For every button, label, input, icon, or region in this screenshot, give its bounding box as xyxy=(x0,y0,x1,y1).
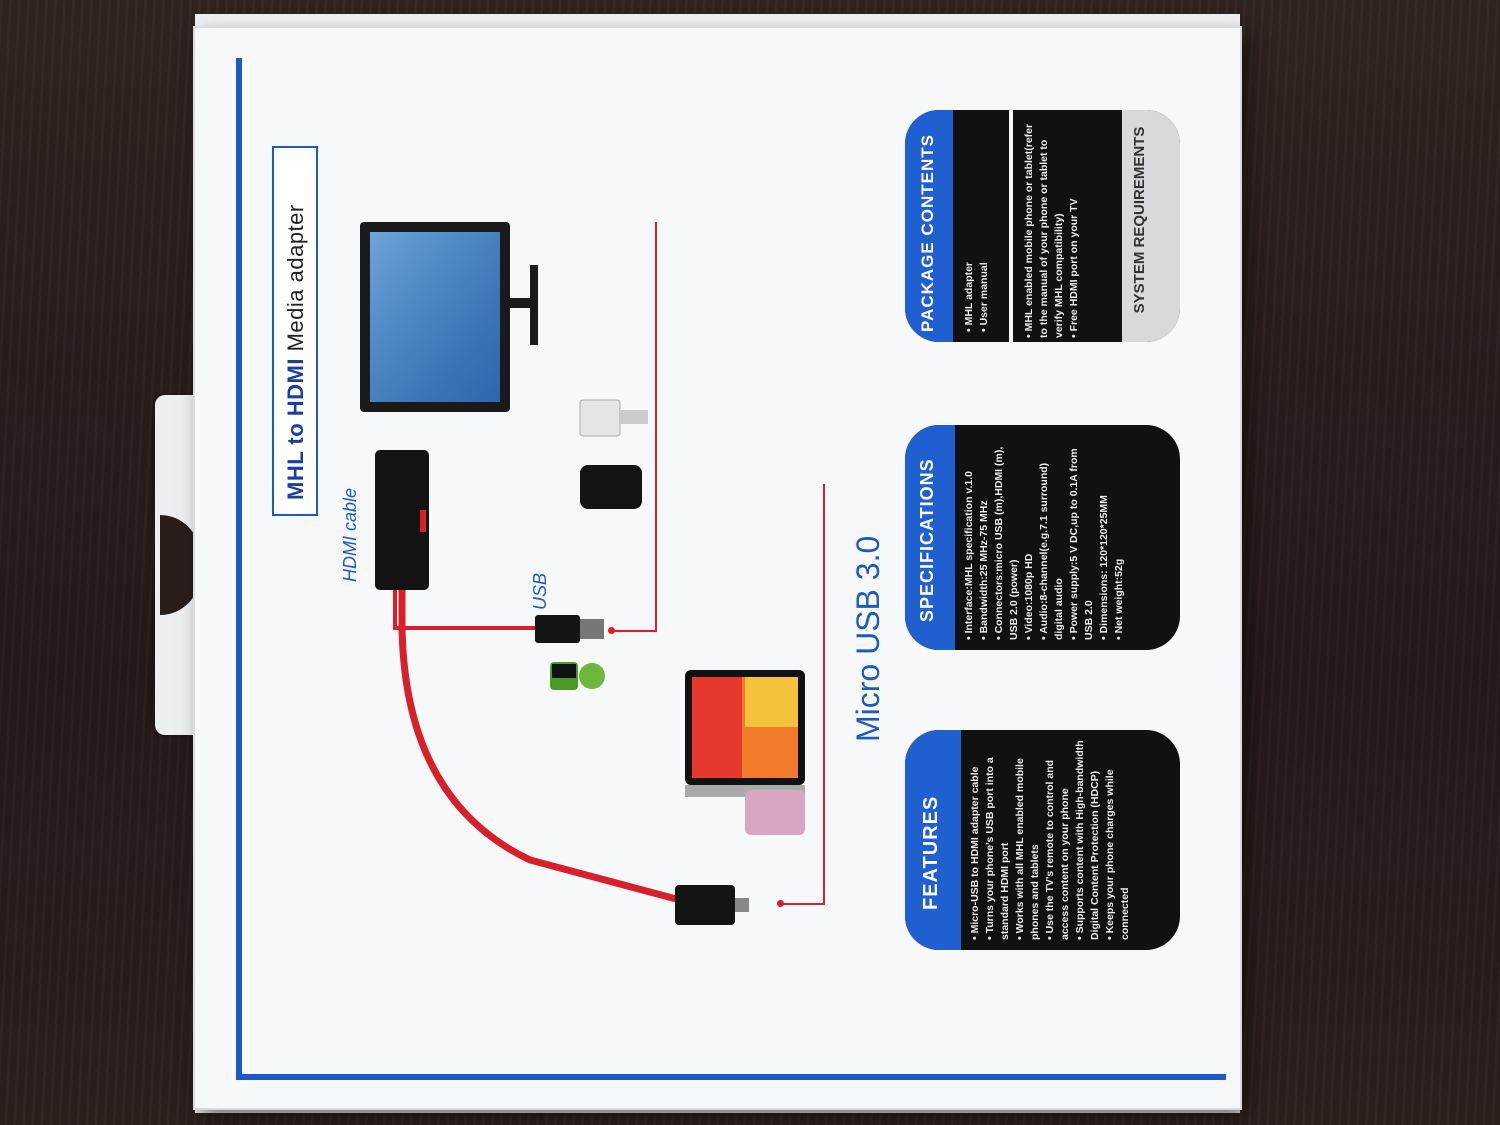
list-item: Power supply:5 V DC,up to 0.1A from USB … xyxy=(1067,435,1097,640)
usb-label: USB xyxy=(530,572,550,610)
list-item: Bandwidth:25 MHz-75 MHz xyxy=(977,435,992,640)
system-requirements-heading: SYSTEM REQUIREMENTS xyxy=(1131,126,1148,314)
list-item: Connectors:micro USB (m),HDMI (m), USB 2… xyxy=(992,435,1022,640)
title-frame xyxy=(272,146,318,516)
connection-diagram xyxy=(360,222,805,925)
wall-charger-icon xyxy=(579,399,648,437)
blue-stripe xyxy=(236,1074,1226,1080)
battery-icon xyxy=(550,662,605,690)
specifications-list: Interface:MHL specification v.1.0 Bandwi… xyxy=(962,435,1127,640)
package-contents-panel-header xyxy=(905,110,953,342)
list-item: Micro-USB to HDMI adapter cable xyxy=(968,740,983,940)
list-item: Dimensions: 120*120*25MM xyxy=(1097,435,1112,640)
features-heading: FEATURES xyxy=(920,795,942,910)
leader-line xyxy=(612,630,656,632)
specifications-heading: SPECIFICATIONS xyxy=(917,458,937,622)
features-list: Micro-USB to HDMI adapter cable Turns yo… xyxy=(968,740,1133,940)
system-requirements-panel-header xyxy=(1122,110,1180,342)
list-item: Net weight:52g xyxy=(1112,435,1127,640)
features-panel-header xyxy=(905,730,961,950)
leader-line xyxy=(780,903,825,905)
hdmi-cable-label: HDMI cable xyxy=(340,487,360,582)
usb-branch xyxy=(393,590,535,630)
package-contents-list: MHL adapter User manual xyxy=(962,132,992,332)
specifications-panel-header xyxy=(905,425,955,650)
tv-illustration xyxy=(360,222,538,412)
blue-stripe xyxy=(236,58,242,1078)
micro-usb-label: Micro USB 3.0 xyxy=(850,535,886,742)
list-item: Interface:MHL specification v.1.0 xyxy=(962,435,977,640)
hdmi-plug xyxy=(375,450,429,590)
list-item: MHL enabled mobile phone or tablet(refer… xyxy=(1022,118,1067,338)
power-bank-icon xyxy=(580,465,642,509)
leader-line xyxy=(655,222,657,632)
leader-line xyxy=(823,484,825,904)
list-item: Keeps your phone charges while connected xyxy=(1103,740,1133,940)
list-item: User manual xyxy=(977,132,992,332)
red-cable xyxy=(398,590,681,904)
list-item: Supports content with High-bandwidth Dig… xyxy=(1073,740,1103,940)
list-item: Video:1080p HD xyxy=(1022,435,1037,640)
list-item: Free HDMI port on your TV xyxy=(1067,118,1082,338)
leader-dot xyxy=(608,627,615,634)
list-item: MHL adapter xyxy=(962,132,977,332)
leader-dot xyxy=(777,900,784,907)
system-requirements-list: MHL enabled mobile phone or tablet(refer… xyxy=(1022,118,1082,338)
list-item: Use the TV's remote to control and acces… xyxy=(1043,740,1073,940)
list-item: Audio:8-channel(e.g.7.1 surround) digita… xyxy=(1037,435,1067,640)
usb-plug xyxy=(535,615,604,643)
product-title: MHL to HDMI Media adapter xyxy=(283,204,308,500)
phone-tablet-illustration xyxy=(685,670,805,835)
micro-usb-plug xyxy=(675,885,749,925)
package-contents-heading: PACKAGE CONTENTS xyxy=(918,134,937,332)
list-item: Works with all MHL enabled mobile phones… xyxy=(1013,740,1043,940)
list-item: Turns your phone's USB port into a stand… xyxy=(983,740,1013,940)
